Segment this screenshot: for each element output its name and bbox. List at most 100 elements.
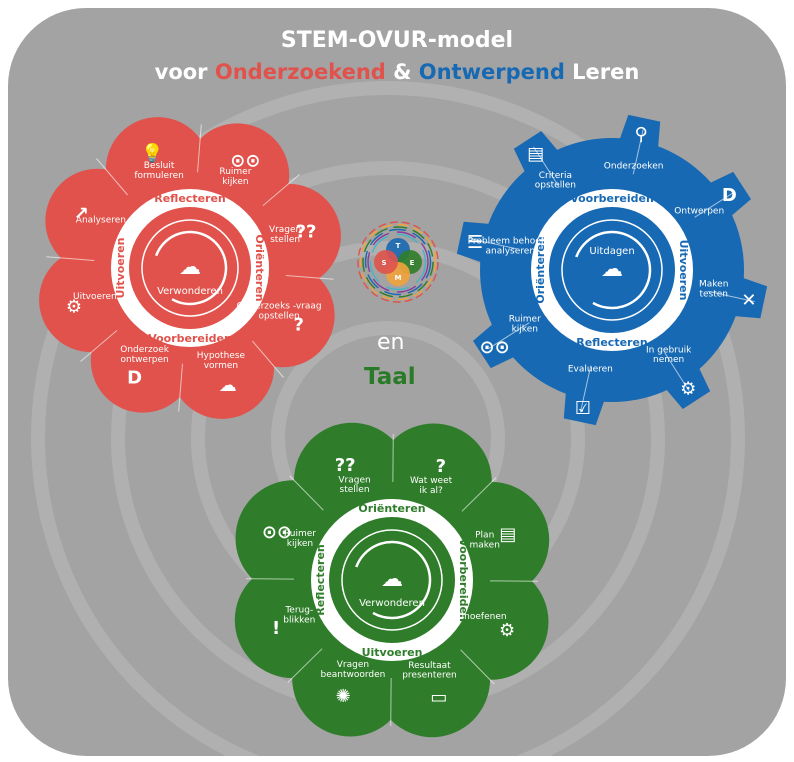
step-divider <box>707 290 755 303</box>
wheel-body <box>480 138 744 402</box>
step-label: Onderzoeken <box>604 161 664 171</box>
phase-ring <box>111 189 269 347</box>
phase-label: Reflecteren <box>576 336 648 349</box>
hub-label: Uitdagen <box>589 246 634 257</box>
cycle-arrow <box>355 540 432 620</box>
badge-ring <box>369 233 427 291</box>
tools-icon: ✕ <box>741 290 756 311</box>
phase-label: Reflecteren <box>314 544 327 616</box>
gear-tooth <box>618 114 661 151</box>
phase-label: Uitvoeren <box>114 238 127 299</box>
presentation-icon: ▭ <box>430 687 447 708</box>
question-marks-icon: ?? <box>335 455 356 476</box>
gear-tooth <box>563 389 606 426</box>
cloud-icon: ☁ <box>601 257 623 282</box>
clipboard-icon: ▤ <box>527 144 544 165</box>
gears-head-icon: ⚙ <box>499 620 515 641</box>
phase-label: Oriënteren <box>253 234 266 301</box>
phase-label: Uitvoeren <box>677 240 690 301</box>
step-divider <box>197 124 202 173</box>
phase-label: Oriënteren <box>358 502 425 515</box>
chart-icon: ↗ <box>74 204 89 225</box>
badge-circle <box>374 250 398 274</box>
gears-icon: ⚙ <box>680 378 696 399</box>
binoculars-icon: ⊙⊙ <box>480 337 510 358</box>
hub-circle <box>141 219 239 317</box>
step-divider <box>632 127 645 175</box>
center-taal-text: Taal <box>364 364 416 390</box>
badge-ring <box>364 228 432 296</box>
step-divider <box>460 649 495 685</box>
phase-label: Uitvoeren <box>362 646 423 659</box>
design-icon: D <box>127 368 142 389</box>
phase-label: Oriënteren <box>534 236 547 303</box>
hub-circle <box>341 529 443 631</box>
magnifier-icon: ⚲ <box>635 124 648 145</box>
red-wheel: Verwonderen☁ReflecterenOriënterenVoorber… <box>39 117 341 419</box>
step-divider <box>488 322 530 349</box>
step-divider <box>533 146 560 188</box>
hub-label: Verwonderen <box>359 598 425 609</box>
checklist-icon: ☑ <box>575 398 591 419</box>
question-head-icon: ? <box>436 456 446 477</box>
binoculars-icon: ⊙⊙ <box>262 522 292 543</box>
step-label: Inoefenen <box>462 612 507 622</box>
step-divider <box>178 363 183 412</box>
hub-label: Verwonderen <box>157 286 223 297</box>
step-divider <box>251 340 284 378</box>
badge-ring <box>359 223 437 301</box>
step-divider <box>46 256 95 261</box>
step-divider <box>80 329 118 362</box>
badge-letter: T <box>396 242 401 250</box>
clipboard-icon: ▤ <box>499 524 516 545</box>
step-label: Analyseren <box>76 216 126 226</box>
binoculars-icon: ⊙⊙ <box>230 150 260 171</box>
gear-tooth <box>456 221 493 264</box>
lightbulb-icon: 💡 <box>141 142 163 164</box>
green-wheel: Verwonderen ☁ OriënterenVoorbereidenUitvoe… <box>234 422 550 738</box>
step-label: Ontwerpen <box>674 206 724 216</box>
phase-label: Voorbereiden <box>457 538 470 622</box>
badge-letter: S <box>381 259 386 267</box>
subtitle-red-word: Onderzoekend <box>214 60 386 84</box>
step-divider <box>694 191 736 218</box>
cycle-arrow <box>575 230 652 310</box>
page-title: STEM-OVUR-model <box>280 28 514 53</box>
badge-ring <box>357 221 439 303</box>
step-divider <box>287 648 323 683</box>
step-divider <box>664 352 691 394</box>
step-label: Uitvoeren <box>73 292 117 302</box>
question-icon: ? <box>293 314 303 335</box>
step-label: Evalueren <box>568 365 613 375</box>
cloud-icon: ☁ <box>381 567 403 592</box>
question-marks-icon: ?? <box>296 221 317 242</box>
cloud-icon: ☁ <box>179 255 201 280</box>
center-en-text: en <box>377 330 405 355</box>
step-label: Terug-blikken <box>283 606 315 626</box>
subtitle-blue-word: Ontwerpend <box>418 60 565 84</box>
badge-ring <box>362 226 434 298</box>
step-divider <box>579 365 592 413</box>
gear-tooth <box>731 276 768 319</box>
phase-ring <box>311 499 473 661</box>
phase-label: Voorbereiden <box>570 192 654 205</box>
blue-wheel: Uitdagen☁ VoorbereidenUitvoerenReflectere… <box>456 114 768 426</box>
cycle-arrow <box>154 230 228 306</box>
